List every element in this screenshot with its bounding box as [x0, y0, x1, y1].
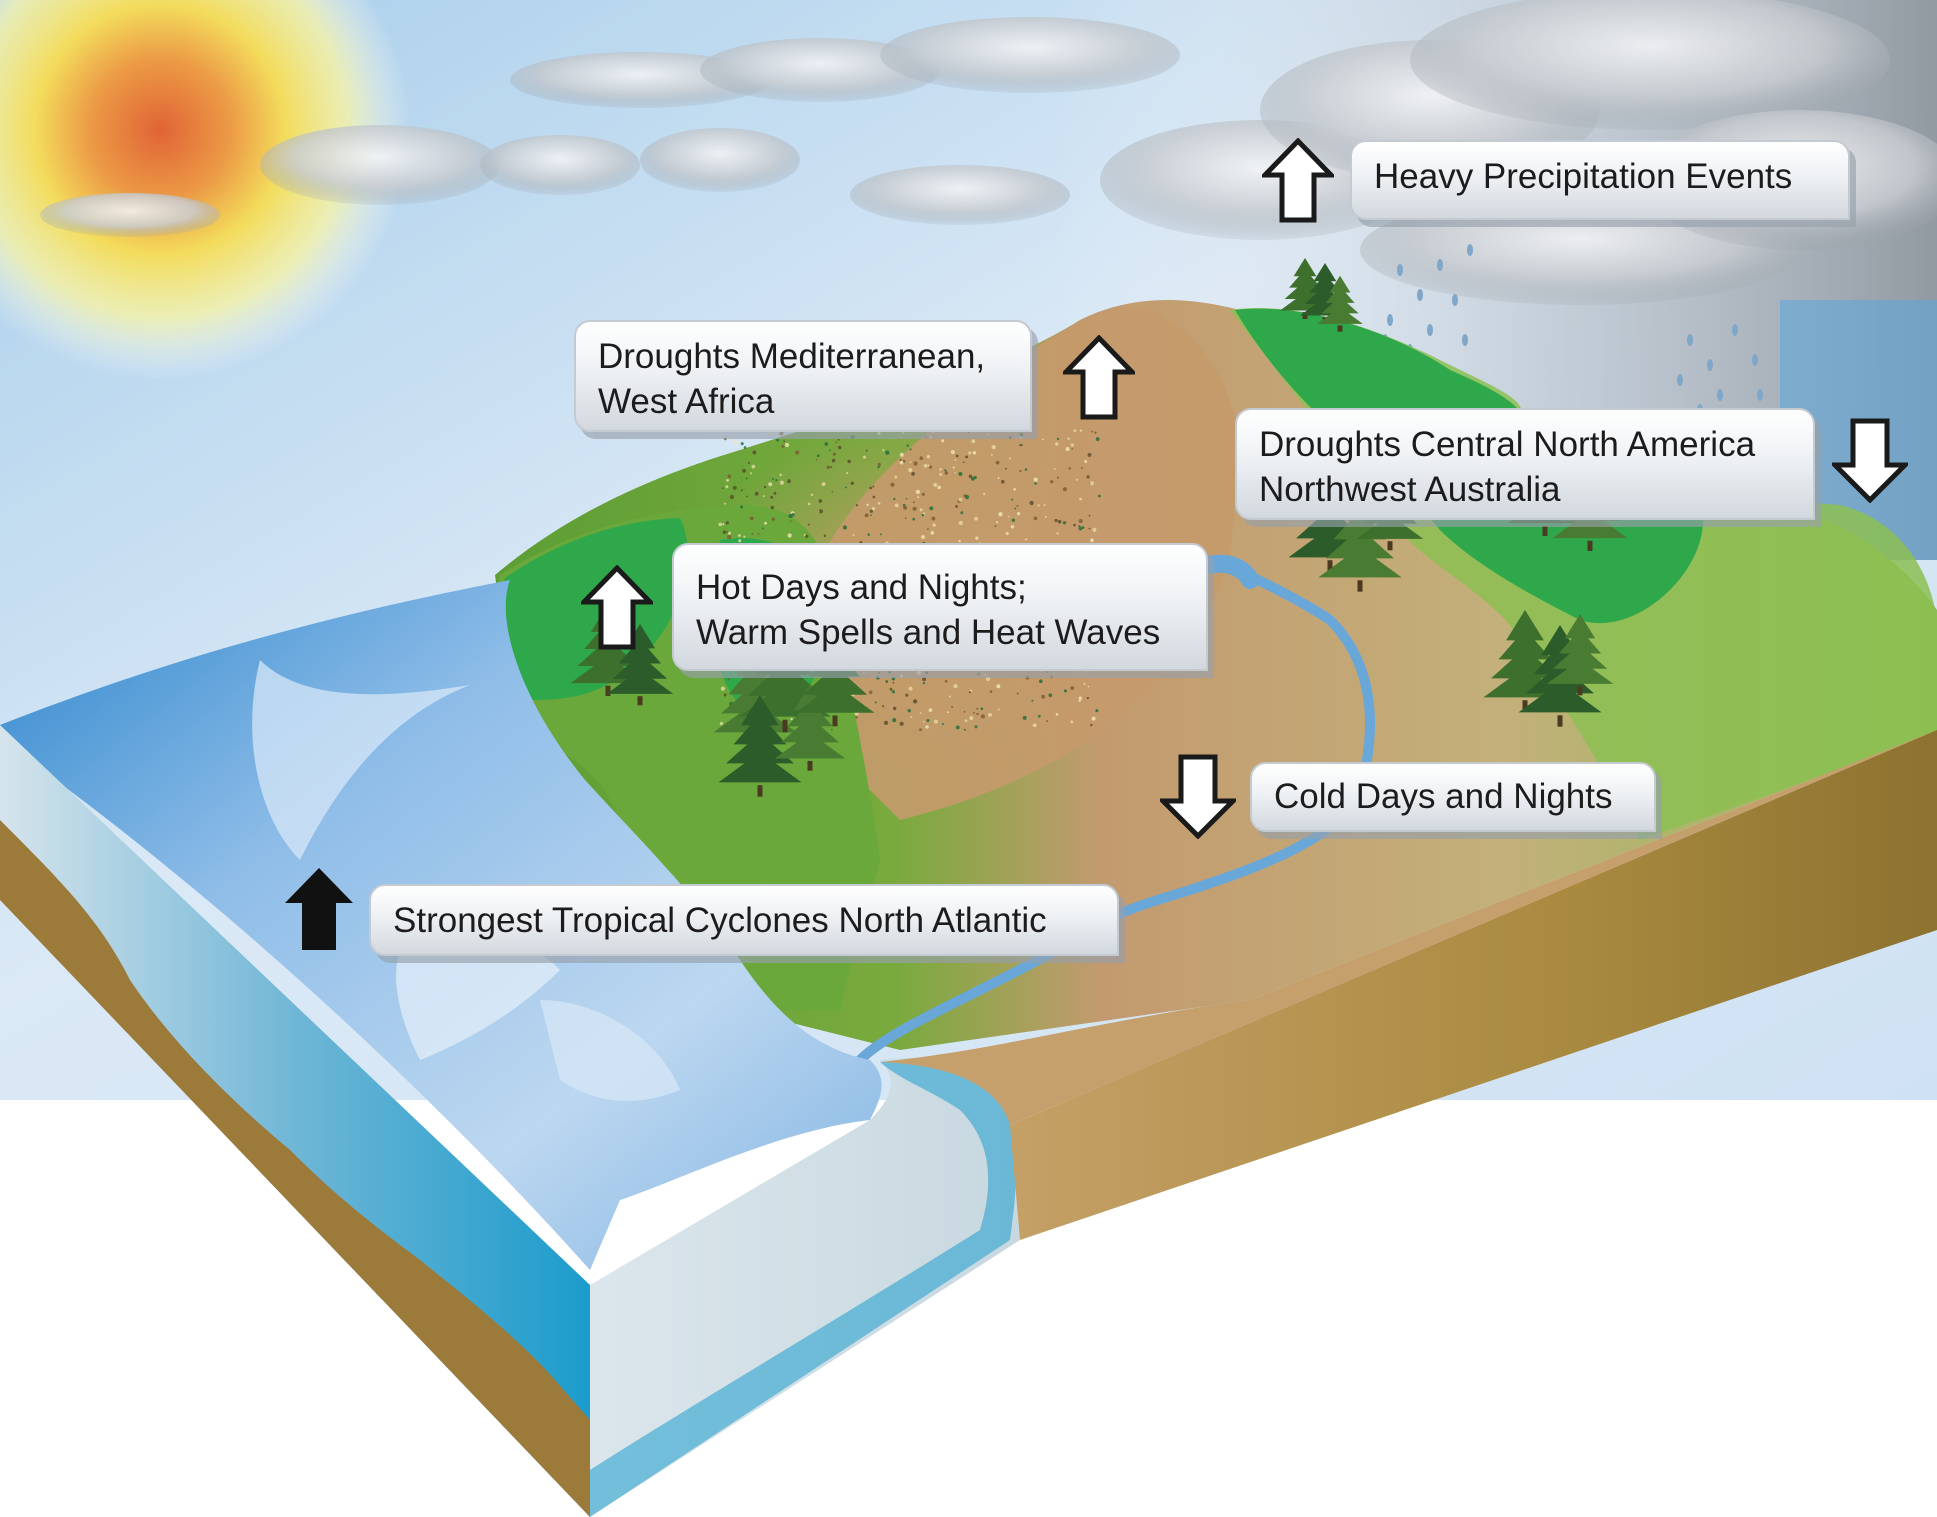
tropical-cyclones-label: Strongest Tropical Cyclones North Atlant… — [393, 901, 1047, 940]
droughts-cna-line2: Northwest Australia — [1259, 470, 1561, 509]
droughts-mediterranean-line1: Droughts Mediterranean, — [598, 337, 986, 376]
droughts-cna-line1: Droughts Central North America — [1259, 425, 1756, 464]
tree-icon — [718, 695, 802, 797]
arrow-down-icon-cold-days — [1160, 754, 1236, 839]
hot-days-line2: Warm Spells and Heat Waves — [696, 613, 1161, 652]
tree-icon — [774, 684, 846, 771]
callout-hot-days: Hot Days and Nights; Warm Spells and Hea… — [672, 543, 1208, 671]
tree-icon — [1280, 258, 1330, 319]
callout-droughts-central-north-america: Droughts Central North America Northwest… — [1235, 408, 1815, 520]
callout-droughts-mediterranean: Droughts Mediterranean, West Africa — [574, 320, 1032, 432]
arrow-up-icon-heavy-precipitation — [1262, 138, 1334, 223]
arrow-up-icon-hot-days — [581, 565, 653, 650]
arrow-down-icon-droughts-central-north-america — [1832, 418, 1908, 503]
cold-days-label: Cold Days and Nights — [1274, 777, 1613, 816]
callout-tropical-cyclones: Strongest Tropical Cyclones North Atlant… — [369, 884, 1119, 956]
callout-heavy-precipitation: Heavy Precipitation Events — [1350, 140, 1850, 220]
droughts-mediterranean-line2: West Africa — [598, 382, 775, 421]
callout-cold-days: Cold Days and Nights — [1250, 762, 1656, 832]
hot-days-line1: Hot Days and Nights; — [696, 568, 1027, 607]
tree-icon — [1546, 614, 1614, 696]
arrow-up-icon-droughts-mediterranean — [1063, 335, 1135, 420]
tree-icon — [1317, 275, 1363, 332]
arrow-up-icon-tropical-cyclones — [285, 868, 353, 950]
heavy-precipitation-label: Heavy Precipitation Events — [1374, 157, 1793, 196]
